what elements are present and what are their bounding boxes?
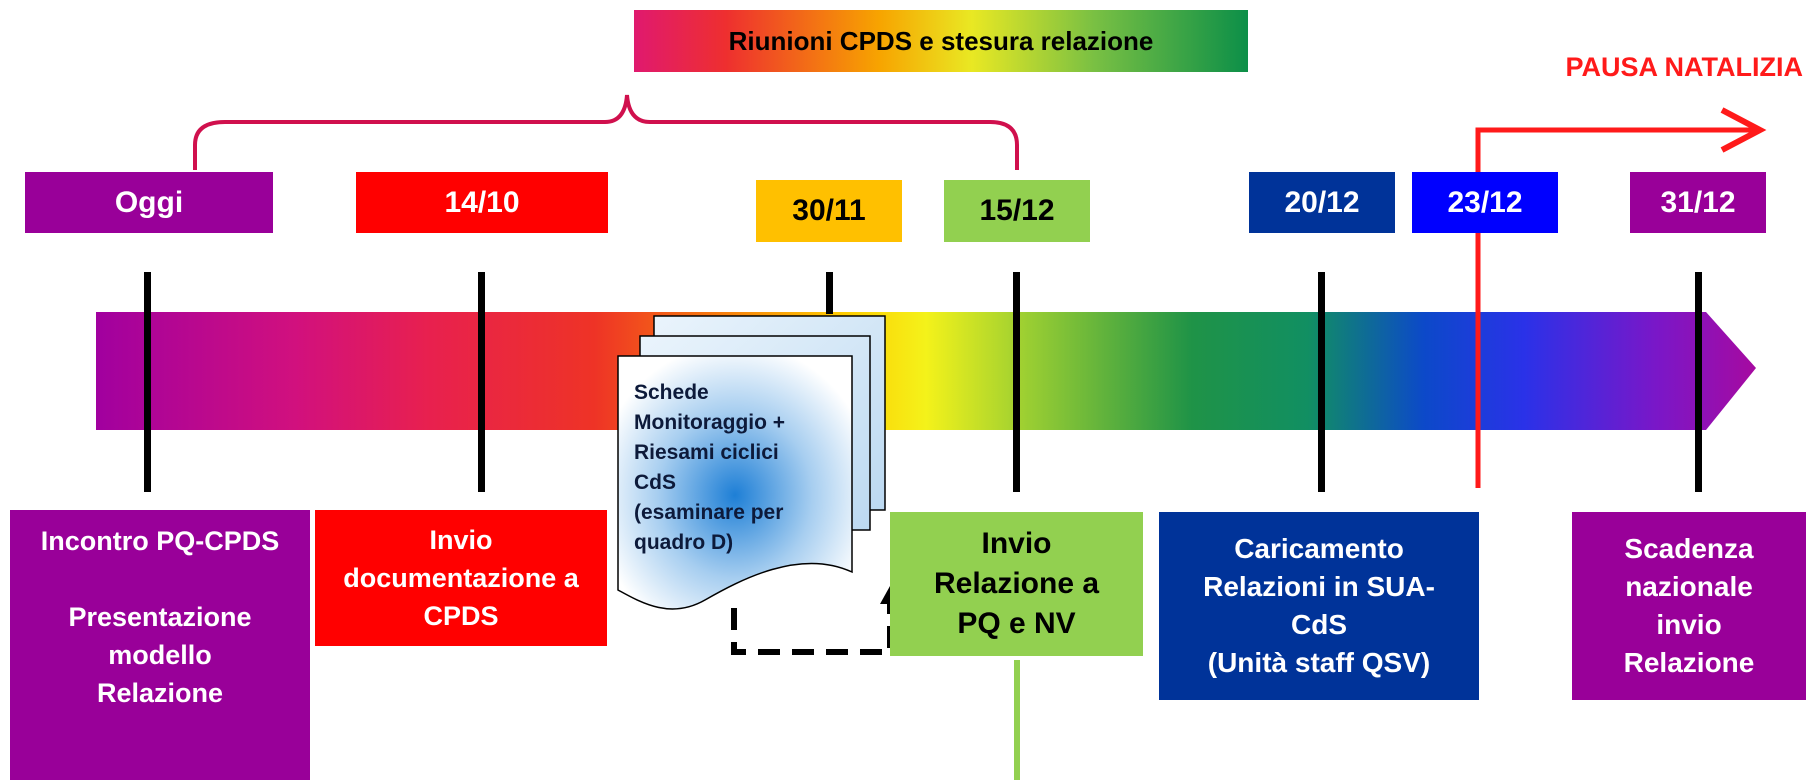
tick-31-12 — [1695, 272, 1702, 492]
box-invio-documentazione: Invio documentazione a CPDS — [315, 510, 607, 646]
date-label: Oggi — [114, 185, 184, 219]
doc-line: Riesami ciclici — [634, 441, 779, 464]
box-line: Relazioni in SUA- — [1203, 571, 1435, 602]
box-line: modello — [108, 640, 212, 670]
brace — [193, 94, 1019, 170]
date-box-15-12: 15/12 — [944, 180, 1090, 242]
date-box-20-12: 20/12 — [1249, 172, 1395, 233]
box-line: Relazione — [96, 678, 224, 708]
box-caricamento: Caricamento Relazioni in SUA- CdS (Unità… — [1159, 512, 1479, 700]
tick-oggi — [144, 272, 151, 492]
date-box-31-12: 31/12 — [1630, 172, 1766, 233]
timeline-body — [96, 312, 1756, 430]
top-band-title: Riunioni CPDS e stesura relazione — [634, 10, 1248, 72]
date-box-23-12: 23/12 — [1412, 172, 1558, 233]
date-box-oggi: Oggi — [25, 172, 273, 233]
doc-line: CdS — [634, 471, 676, 494]
pausa-arrow-line — [1475, 127, 1760, 488]
date-label: 23/12 — [1447, 185, 1523, 219]
box-scadenza: Scadenza nazionale invio Relazione — [1572, 512, 1806, 700]
dashed-connector — [731, 600, 893, 655]
box-line: Relazione — [1623, 647, 1755, 678]
document-stack-icon — [617, 315, 886, 610]
box-line: (Unità staff QSV) — [1207, 647, 1431, 678]
tick-15-12 — [1013, 272, 1020, 492]
box-line: CdS — [1291, 609, 1347, 640]
date-label: 31/12 — [1660, 185, 1736, 219]
box-line: PQ e NV — [957, 607, 1076, 640]
box-line: documentazione a — [343, 563, 579, 593]
box-line: Relazione a — [933, 567, 1100, 600]
doc-line: Monitoraggio + — [634, 411, 786, 434]
pausa-arrowhead — [1720, 107, 1767, 153]
pausa-natalizia-label: PAUSA NATALIZIA — [1565, 52, 1803, 82]
doc-line: (esaminare per — [634, 501, 784, 524]
box-line: Invio — [981, 527, 1052, 560]
date-label: 30/11 — [792, 194, 866, 227]
box-line: invio — [1656, 609, 1722, 640]
box-incontro: Incontro PQ-CPDS Presentazione modello R… — [10, 510, 310, 780]
box-invio-relazione: Invio Relazione a PQ e NV — [890, 512, 1143, 656]
date-box-14-10: 14/10 — [356, 172, 608, 233]
box-line: Presentazione — [68, 602, 252, 632]
tick-14-10 — [478, 272, 485, 492]
date-box-30-11: 30/11 — [756, 180, 902, 242]
box-line: nazionale — [1625, 571, 1753, 602]
box-line: CPDS — [423, 601, 499, 631]
document-text: Schede Monitoraggio + Riesami ciclici Cd… — [634, 378, 834, 558]
box-line: Invio — [429, 525, 493, 555]
tick-20-12 — [1318, 272, 1325, 492]
box-line: Scadenza — [1624, 533, 1754, 564]
date-label: 15/12 — [979, 194, 1055, 227]
date-label: 14/10 — [444, 185, 520, 219]
date-label: 20/12 — [1284, 185, 1360, 219]
tick-30-11 — [826, 272, 833, 314]
box-line: Incontro PQ-CPDS — [40, 526, 280, 556]
doc-line: quadro D) — [634, 531, 734, 554]
doc-line: Schede — [634, 381, 709, 404]
box-line: Caricamento — [1234, 533, 1404, 564]
